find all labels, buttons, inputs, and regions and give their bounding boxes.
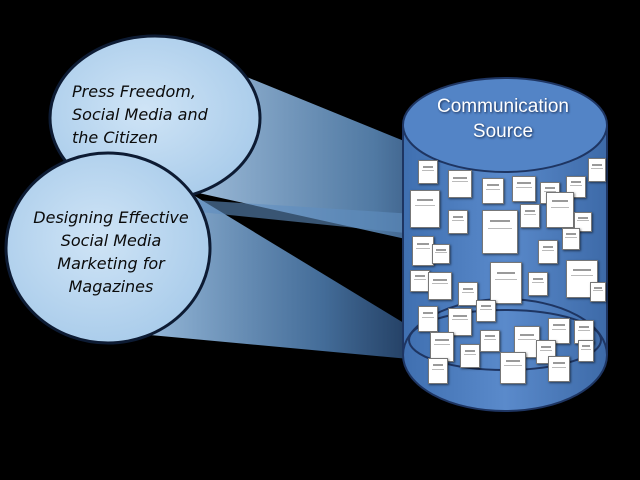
- label-line: Press Freedom,: [72, 82, 196, 101]
- document-thumbnail: [538, 240, 558, 264]
- document-thumbnail: [410, 190, 440, 228]
- document-thumbnail: [588, 158, 606, 182]
- label-line: Magazines: [68, 277, 154, 296]
- document-thumbnail: [448, 210, 468, 234]
- circle-social-media-marketing: [4, 151, 212, 345]
- projection-beam-middle: [195, 200, 430, 235]
- document-thumbnail: [482, 178, 504, 204]
- document-thumbnail: [578, 340, 594, 362]
- label-line: Social Media and: [72, 105, 208, 124]
- label-line: Social Media: [60, 231, 162, 250]
- document-thumbnail: [548, 318, 570, 344]
- title-line: Communication: [437, 96, 569, 117]
- document-thumbnail: [548, 356, 570, 382]
- press-freedom-label: Press Freedom, Social Media and the Citi…: [72, 80, 242, 149]
- document-thumbnail: [448, 170, 472, 198]
- document-thumbnail: [528, 272, 548, 296]
- projection-beam-bottom: [150, 190, 440, 360]
- document-thumbnail: [418, 160, 438, 184]
- document-thumbnail: [590, 282, 606, 302]
- document-thumbnail: [562, 228, 580, 250]
- communication-source-title: Communication Source: [404, 94, 602, 144]
- document-thumbnail: [520, 204, 540, 228]
- document-thumbnail: [448, 308, 472, 336]
- document-thumbnail: [482, 210, 518, 254]
- document-thumbnail: [480, 330, 500, 352]
- document-thumbnail: [428, 272, 452, 300]
- document-thumbnail: [476, 300, 496, 322]
- label-line: the Citizen: [72, 128, 159, 147]
- document-thumbnail: [512, 176, 536, 202]
- document-thumbnail: [574, 212, 592, 232]
- document-thumbnail: [412, 236, 434, 266]
- document-thumbnail: [428, 358, 448, 384]
- document-thumbnail: [500, 352, 526, 384]
- title-line: Source: [472, 121, 534, 142]
- document-thumbnail: [418, 306, 438, 332]
- label-line: Marketing for: [57, 254, 165, 273]
- document-thumbnail: [458, 282, 478, 306]
- label-line: Designing Effective: [33, 208, 189, 227]
- social-media-marketing-label: Designing Effective Social Media Marketi…: [26, 206, 196, 298]
- document-thumbnail: [490, 262, 522, 304]
- document-thumbnail: [460, 344, 480, 368]
- document-thumbnail: [430, 332, 454, 362]
- document-thumbnail: [546, 192, 574, 228]
- document-thumbnail: [410, 270, 430, 292]
- document-thumbnail: [432, 244, 450, 264]
